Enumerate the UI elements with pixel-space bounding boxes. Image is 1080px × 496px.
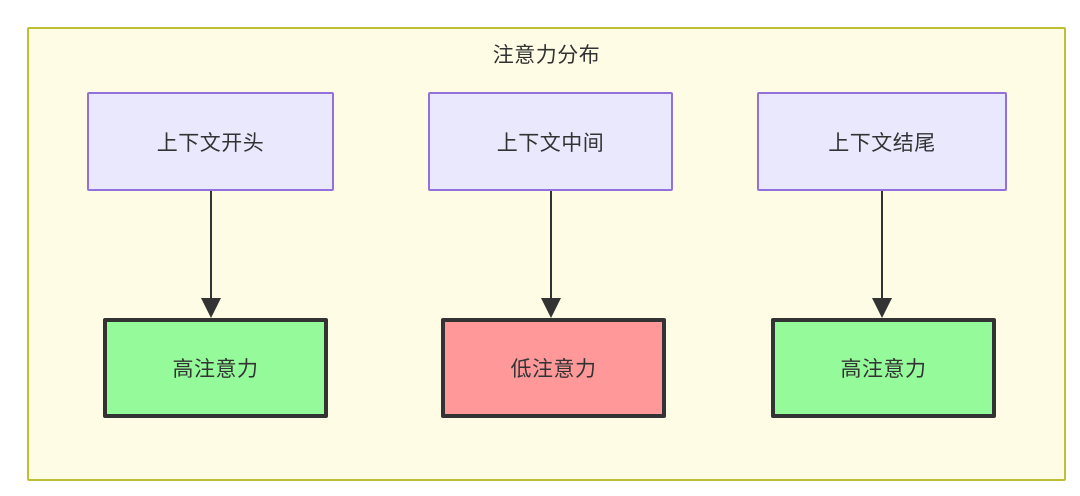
node-attention-low-middle[interactable]: 低注意力 bbox=[441, 318, 666, 418]
node-context-end[interactable]: 上下文结尾 bbox=[757, 92, 1007, 191]
node-context-middle[interactable]: 上下文中间 bbox=[428, 92, 673, 191]
diagram-title: 注意力分布 bbox=[492, 44, 601, 67]
node-attention-high-start[interactable]: 高注意力 bbox=[103, 318, 328, 418]
node-attention-high-end[interactable]: 高注意力 bbox=[771, 318, 996, 418]
node-context-start[interactable]: 上下文开头 bbox=[87, 92, 334, 191]
